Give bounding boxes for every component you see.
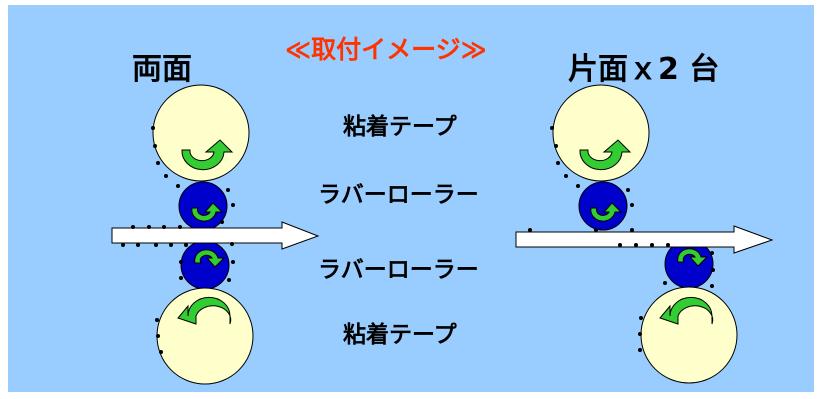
- tape-roll-top-right: [552, 84, 650, 182]
- rotation-arrow-icon: [181, 139, 234, 171]
- left-heading: 両面: [132, 52, 192, 87]
- rubber-roller-top-right: [578, 181, 628, 231]
- rotation-arrow-icon: [194, 249, 226, 268]
- rotation-arrow-icon: [191, 202, 224, 222]
- rubber-roller-bottom-left: [180, 240, 230, 290]
- rubber-roller-top-left: [178, 181, 228, 231]
- label-adhesive-tape-top: 粘着テープ: [343, 114, 457, 140]
- rotation-arrow-icon: [659, 296, 714, 325]
- rotation-arrow-icon: [177, 296, 232, 325]
- rotation-arrow-icon: [677, 248, 709, 267]
- label-rubber-roller-2: ラバーローラー: [318, 257, 479, 283]
- left-assembly: [111, 84, 320, 385]
- rotation-arrow-icon: [590, 202, 623, 222]
- right-assembly: [515, 84, 774, 384]
- rotation-arrow-icon: [579, 139, 632, 171]
- right-heading: 片面ｘ2 台: [568, 52, 720, 87]
- dust-particles: [528, 126, 715, 352]
- diagram-title: ≪取付イメージ≫: [285, 35, 487, 64]
- label-adhesive-tape-bottom: 粘着テープ: [343, 322, 457, 348]
- dust-particles: [121, 126, 235, 354]
- label-rubber-roller-1: ラバーローラー: [318, 182, 479, 208]
- tape-roll-top-left: [152, 84, 250, 182]
- feed-arrow-icon: [515, 225, 774, 254]
